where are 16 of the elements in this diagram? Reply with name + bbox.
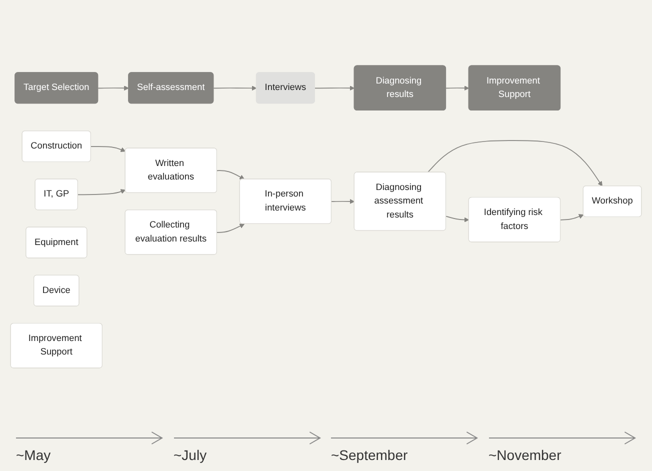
arrow [78,188,126,195]
arrow [98,85,129,90]
arrow [216,170,245,180]
timeline-label: ~May [16,447,52,463]
timeline-label: ~November [488,447,562,463]
timeline-label: ~September [331,447,409,463]
arrow [560,214,584,220]
arrow [213,85,257,90]
arrow [216,223,245,233]
timeline-label: ~July [174,447,208,463]
arrow [331,198,355,204]
arrow [90,146,126,152]
arrow [314,85,355,90]
arrow [427,140,602,186]
arrow [446,85,470,90]
arrow [446,216,470,222]
